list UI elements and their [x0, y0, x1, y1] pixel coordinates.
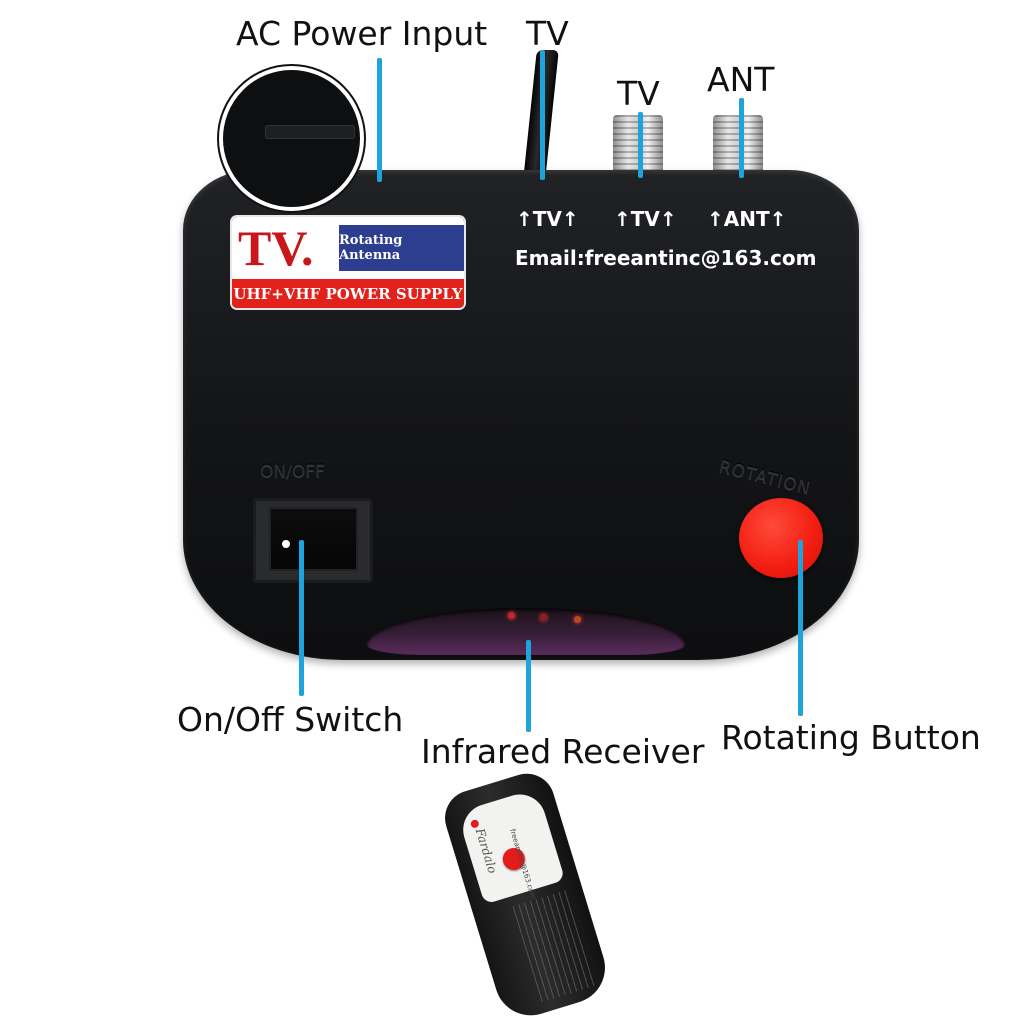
on-off-switch[interactable] — [269, 507, 358, 571]
remote-control: Fardalo freeantinc@163.com — [438, 766, 614, 1024]
leader-infrared — [526, 640, 531, 732]
sticker-bottom-text: UHF+VHF POWER SUPPLY — [232, 279, 464, 308]
switch-indicator-dot — [282, 540, 290, 548]
embossed-on-off-label: ON/OFF — [260, 462, 325, 482]
sticker-band-text: Rotating Antenna — [339, 225, 464, 271]
ir-led-2 — [540, 614, 547, 621]
leader-ac-power — [377, 58, 382, 182]
tv-port-label: TV — [617, 74, 660, 113]
remote-instructions — [512, 888, 600, 1003]
on-off-switch-label: On/Off Switch — [177, 700, 404, 739]
infrared-receiver-label: Infrared Receiver — [421, 732, 705, 771]
ac-power-socket — [265, 125, 355, 139]
sticker-brand: TV. — [238, 220, 314, 276]
ir-led-3 — [574, 616, 581, 623]
ant-port-label: ANT — [707, 60, 775, 99]
leader-on-off — [299, 540, 304, 696]
port-label-tv-2: ↑TV↑ — [614, 207, 677, 231]
brand-sticker: TV. Rotating Antenna UHF+VHF POWER SUPPL… — [232, 217, 464, 308]
tv-cable-label: TV — [526, 14, 569, 53]
port-label-ant: ↑ANT↑ — [707, 207, 787, 231]
remote-face — [456, 788, 566, 905]
ant-f-connector — [713, 115, 763, 177]
leader-tv-cable — [540, 50, 545, 180]
rotating-button-label: Rotating Button — [721, 718, 981, 757]
ac-power-input-label: AC Power Input — [236, 14, 488, 53]
rotating-button[interactable] — [739, 498, 823, 578]
leader-ant-port — [739, 98, 744, 178]
leader-rotating — [798, 540, 803, 716]
port-label-tv-1: ↑TV↑ — [516, 207, 579, 231]
ir-led-1 — [508, 612, 515, 619]
leader-tv-port — [638, 112, 643, 178]
email-text: Email:freeantinc@163.com — [515, 246, 817, 270]
